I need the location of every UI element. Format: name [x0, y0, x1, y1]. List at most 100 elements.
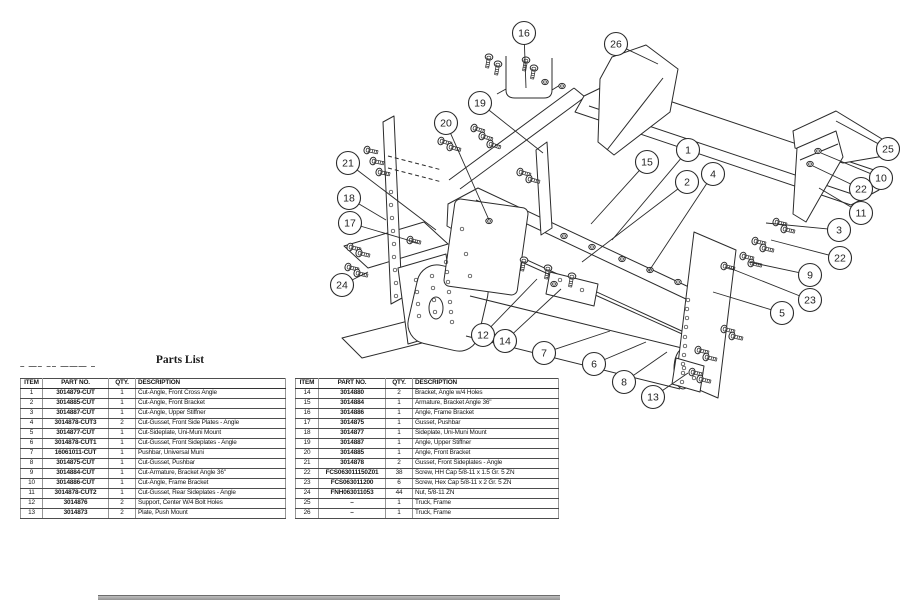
callout-circle — [674, 169, 700, 195]
callout-22: 22 — [770, 239, 853, 271]
parts-list-title: Parts List — [155, 354, 205, 366]
column-header: QTY. — [108, 378, 136, 389]
description-cell: Angle, Upper Stiffner — [412, 438, 559, 449]
item-cell: 24 — [295, 488, 319, 499]
callout-number: 24 — [336, 280, 348, 292]
hole — [467, 273, 473, 279]
beam-edge-line — [606, 77, 664, 151]
nut-icon — [541, 78, 549, 86]
hole — [557, 277, 563, 283]
callout-leader — [648, 183, 708, 272]
callout-number: 22 — [855, 184, 867, 196]
description-cell: Cut-Gusset, Rear Sideplates - Angle — [135, 488, 286, 499]
item-cell: 19 — [295, 438, 319, 449]
bolt-icon — [482, 52, 494, 69]
description-cell: Screw, Hex Cap 5/8-11 x 2 Gr. 5 ZN — [412, 478, 559, 489]
callout-leader — [812, 165, 851, 185]
hole — [391, 241, 397, 247]
callout-circle — [492, 328, 518, 354]
rear-sideplate — [675, 231, 737, 399]
qty-cell: 1 — [108, 478, 136, 489]
item-cell: 8 — [20, 458, 43, 469]
callout-6: 6 — [581, 341, 647, 377]
callout-leader — [820, 152, 871, 174]
item-cell: 11 — [20, 488, 43, 499]
callout-leader — [611, 158, 681, 241]
item-cell: 6 — [20, 438, 43, 449]
callout-circle — [433, 110, 459, 136]
callout-leader — [835, 120, 879, 144]
callout-circle — [827, 245, 853, 271]
description-cell: Cut-Gusset, Front Sideplates - Angle — [135, 438, 286, 449]
nut-icon — [618, 255, 626, 263]
partno-cell: 16061011-CUT — [42, 448, 109, 459]
frame-roof-lines — [448, 87, 586, 190]
item-cell: 13 — [20, 508, 43, 519]
partno-cell: – — [318, 508, 386, 519]
bolt-icon — [758, 243, 776, 255]
item-cell: 1 — [20, 388, 43, 399]
callout-number: 11 — [856, 208, 867, 220]
qty-cell: 2 — [108, 498, 136, 509]
callout-circle — [848, 200, 874, 226]
bolt-icon — [362, 145, 380, 157]
pushbar-end-hole — [428, 296, 444, 320]
column-header: ITEM — [295, 378, 319, 389]
hole — [413, 277, 419, 283]
callout-number: 3 — [836, 225, 842, 237]
callout-circle — [337, 210, 363, 236]
description-cell: Cut-Gusset, Front Side Plates - Angle — [135, 418, 286, 429]
item-cell: 23 — [295, 478, 319, 489]
callout-14: 14 — [492, 288, 562, 354]
callout-leader — [590, 170, 640, 225]
description-cell: Gusset, Front Sideplates - Angle — [412, 458, 559, 469]
callout-number: 1 — [685, 145, 691, 157]
qty-cell: 1 — [385, 428, 413, 439]
qty-cell: 1 — [108, 488, 136, 499]
callout-leader — [633, 351, 668, 376]
angle-bracket — [792, 130, 844, 223]
callout-circle — [336, 185, 362, 211]
upper-stiffener — [535, 141, 553, 236]
callout-leader — [513, 288, 562, 334]
callout-leader — [358, 203, 387, 221]
description-cell: Cut-Angle, Front Cross Angle — [135, 388, 286, 399]
qty-cell: 1 — [108, 398, 136, 409]
hole — [679, 379, 685, 385]
item-cell: 22 — [295, 468, 319, 479]
truck-frame-beam — [597, 44, 679, 156]
front-bracket — [443, 198, 529, 296]
nut-icon — [674, 278, 682, 286]
callout-10: 10 — [820, 152, 894, 191]
callout-24: 24 — [329, 271, 369, 298]
callout-number: 10 — [875, 173, 887, 185]
callout-leader — [490, 278, 538, 328]
hole — [389, 215, 395, 221]
description-cell: Cut-Angle, Upper Stiffner — [135, 408, 286, 419]
item-cell: 5 — [20, 428, 43, 439]
item-cell: 4 — [20, 418, 43, 429]
item-cell: 17 — [295, 418, 319, 429]
partno-cell: – — [318, 498, 386, 509]
qty-cell: 1 — [108, 388, 136, 399]
description-cell: Angle, Frame Bracket — [412, 408, 559, 419]
column-header: PART NO. — [318, 378, 386, 389]
item-cell: 7 — [20, 448, 43, 459]
partno-cell: 3014884 — [318, 398, 386, 409]
callout-leader — [765, 222, 828, 230]
hole — [416, 313, 422, 319]
nut-icon — [550, 280, 558, 288]
